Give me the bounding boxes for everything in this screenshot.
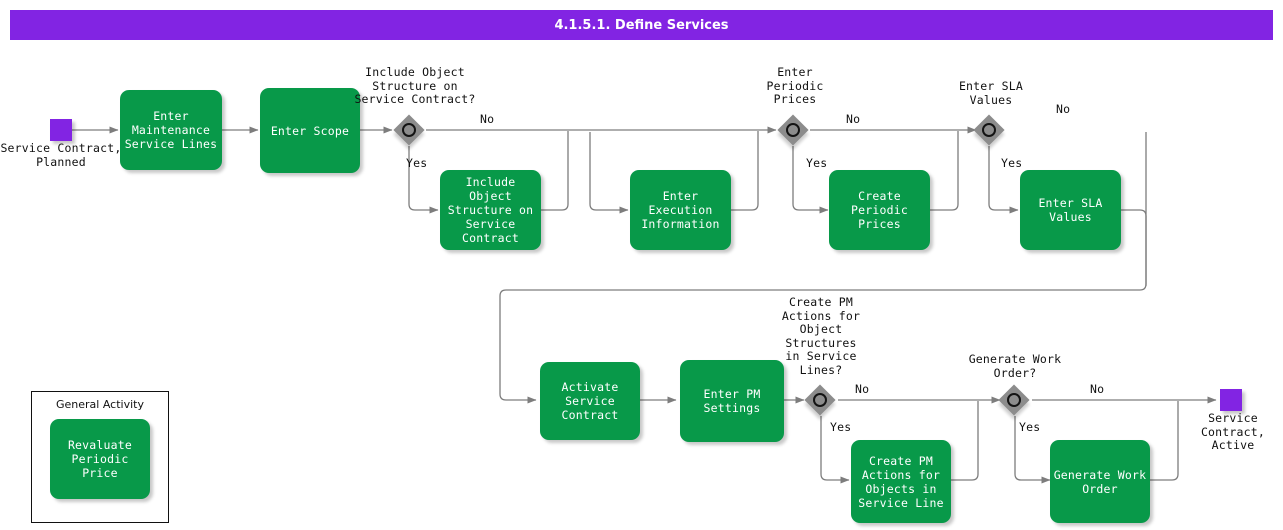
gateway-circle-icon xyxy=(1007,393,1021,407)
activity-create-pm-actions-for-objects-in-service-line[interactable]: Create PM Actions for Objects in Service… xyxy=(851,440,951,523)
end-marker-service-contract-active[interactable] xyxy=(1220,389,1242,411)
gateway-enter-sla-values-question: Enter SLA Values xyxy=(958,79,1024,107)
activity-enter-pm-settings[interactable]: Enter PM Settings xyxy=(680,360,784,442)
gateway-include-object-structure-question: Include Object Structure on Service Cont… xyxy=(354,65,476,106)
gateway-enter-periodic-prices-no-label: No xyxy=(846,112,861,126)
gateway-create-pm-actions-yes-label: Yes xyxy=(830,420,852,434)
gateway-enter-periodic-prices[interactable] xyxy=(777,114,811,148)
gateway-circle-icon xyxy=(813,393,827,407)
legend-general-activity: General Activity Revaluate Periodic Pric… xyxy=(31,391,169,523)
gateway-generate-work-order-no-label: No xyxy=(1090,382,1105,396)
gateway-create-pm-actions-no-label: No xyxy=(855,382,870,396)
gateway-include-object-structure-yes-label: Yes xyxy=(406,156,428,170)
gateway-circle-icon xyxy=(402,123,416,137)
activity-enter-maintenance-service-lines[interactable]: Enter Maintenance Service Lines xyxy=(120,90,222,170)
gateway-include-object-structure[interactable] xyxy=(393,114,427,148)
gateway-create-pm-actions[interactable] xyxy=(804,384,838,418)
gateway-enter-sla-values[interactable] xyxy=(973,114,1007,148)
gateway-generate-work-order-yes-label: Yes xyxy=(1019,420,1041,434)
activity-create-periodic-prices[interactable]: Create Periodic Prices xyxy=(829,170,930,250)
gateway-enter-sla-values-yes-label: Yes xyxy=(1001,156,1023,170)
gateway-create-pm-actions-question: Create PM Actions for Object Structures … xyxy=(781,295,861,377)
activity-include-object-structure-on-service-contract[interactable]: Include Object Structure on Service Cont… xyxy=(440,170,541,250)
gateway-include-object-structure-no-label: No xyxy=(480,112,495,126)
activity-enter-sla-values[interactable]: Enter SLA Values xyxy=(1020,170,1121,250)
start-marker-service-contract-planned[interactable] xyxy=(50,119,72,141)
legend-sample-activity: Revaluate Periodic Price xyxy=(50,419,150,499)
gateway-enter-periodic-prices-yes-label: Yes xyxy=(806,156,828,170)
activity-enter-execution-information[interactable]: Enter Execution Information xyxy=(630,170,731,250)
gateway-generate-work-order-question: Generate Work Order? xyxy=(968,352,1062,380)
activity-activate-service-contract[interactable]: Activate Service Contract xyxy=(540,362,640,440)
start-marker-label: Service Contract, Planned xyxy=(0,141,122,169)
legend-title: General Activity xyxy=(56,398,144,411)
end-marker-label: Service Contract, Active xyxy=(1200,411,1266,452)
activity-enter-scope[interactable]: Enter Scope xyxy=(260,88,360,173)
gateway-circle-icon xyxy=(982,123,996,137)
activity-generate-work-order[interactable]: Generate Work Order xyxy=(1050,440,1150,523)
gateway-enter-sla-values-no-label: No xyxy=(1056,102,1071,116)
gateway-generate-work-order[interactable] xyxy=(998,384,1032,418)
page-title: 4.1.5.1. Define Services xyxy=(10,10,1273,40)
gateway-circle-icon xyxy=(786,123,800,137)
gateway-enter-periodic-prices-question: Enter Periodic Prices xyxy=(766,65,824,106)
